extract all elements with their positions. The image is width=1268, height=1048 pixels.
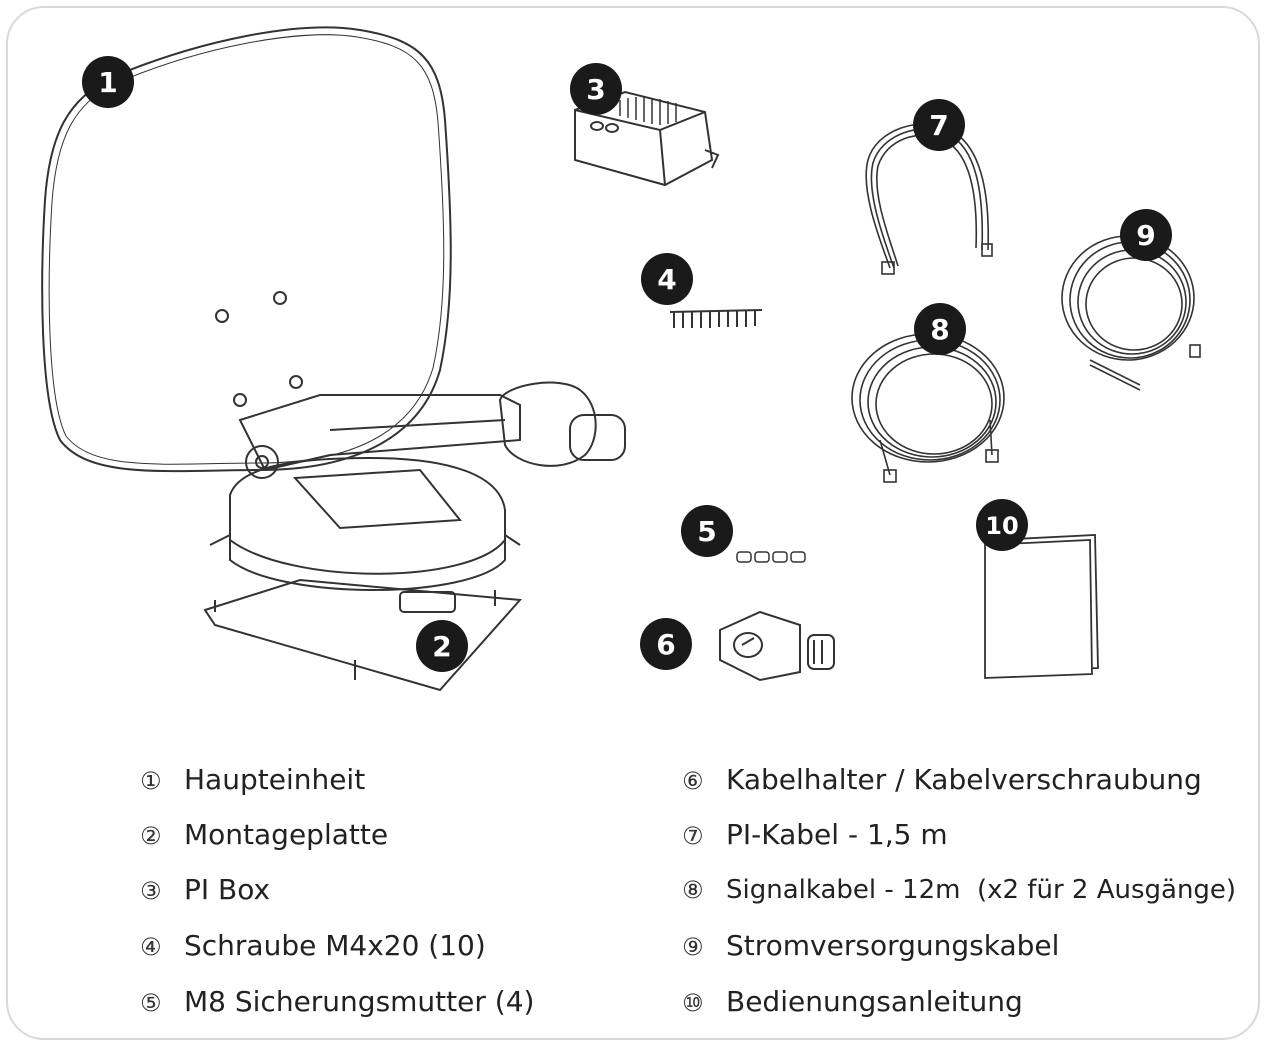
legend-item-9: ⑨ Stromversorgungskabel [682,926,1059,966]
pi-cable-illustration [865,123,993,275]
main-unit-illustration [41,26,626,692]
legend-number: ② [140,822,162,850]
legend-number: ⑩ [682,989,704,1017]
legend-item-3: ③ PI Box [140,870,270,910]
badge-1: 1 [82,56,134,108]
manual-illustration [984,534,1099,679]
cable-holder-illustration [719,610,835,682]
legend-number: ⑦ [682,822,704,850]
legend-item-8: ⑧ Signalkabel - 12m (x2 für 2 Ausgänge) [682,870,1236,910]
legend-number: ① [140,767,162,795]
badge-7: 7 [913,99,965,151]
power-cable-illustration [1061,235,1201,391]
legend-number: ③ [140,877,162,905]
svg-text:1: 1 [98,66,117,99]
pi-box-illustration [574,90,720,187]
legend-label: Bedienungsanleitung [726,985,1023,1018]
legend-label: Montageplatte [184,818,389,851]
legend-label: PI-Kabel - 1,5 m [726,818,948,851]
badge-8: 8 [914,303,966,355]
badge-5: 5 [681,505,733,557]
badge-2: 2 [416,620,468,672]
legend-label: Kabelhalter / Kabelverschraubung [726,763,1202,796]
legend-label: Haupteinheit [184,763,366,796]
screws-illustration [669,309,763,328]
legend-number: ⑨ [682,933,704,961]
svg-text:6: 6 [656,628,675,661]
legend-item-10: ⑩ Bedienungsanleitung [682,982,1023,1022]
svg-text:5: 5 [697,515,716,548]
nuts-illustration [736,551,806,563]
content-frame [6,6,1260,1040]
signal-cable-illustration [851,333,1005,483]
legend-item-2: ② Montageplatte [140,815,388,855]
legend-item-5: ⑤ M8 Sicherungsmutter (4) [140,982,534,1022]
svg-text:7: 7 [929,109,948,142]
legend-label: Stromversorgungskabel [726,929,1060,962]
legend-item-6: ⑥ Kabelhalter / Kabelverschraubung [682,760,1202,800]
legend-number: ⑧ [682,876,704,904]
svg-text:9: 9 [1136,219,1155,252]
svg-text:2: 2 [432,630,451,663]
svg-text:10: 10 [985,512,1018,540]
legend-number: ⑤ [140,989,162,1017]
legend-label: M8 Sicherungsmutter (4) [184,985,535,1018]
legend-item-4: ④ Schraube M4x20 (10) [140,926,486,966]
svg-text:8: 8 [930,313,949,346]
legend-item-7: ⑦ PI-Kabel - 1,5 m [682,815,948,855]
badge-10: 10 [976,499,1028,551]
svg-text:3: 3 [586,73,605,106]
badge-9: 9 [1120,209,1172,261]
legend-number: ⑥ [682,767,704,795]
legend-number: ④ [140,933,162,961]
legend-label: Signalkabel - 12m (x2 für 2 Ausgänge) [726,875,1237,905]
badge-4: 4 [641,253,693,305]
badge-6: 6 [640,618,692,670]
legend-item-1: ① Haupteinheit [140,760,365,800]
legend-label: Schraube M4x20 (10) [184,929,486,962]
legend-label: PI Box [184,873,271,906]
badge-3: 3 [570,63,622,115]
svg-text:4: 4 [657,263,676,296]
